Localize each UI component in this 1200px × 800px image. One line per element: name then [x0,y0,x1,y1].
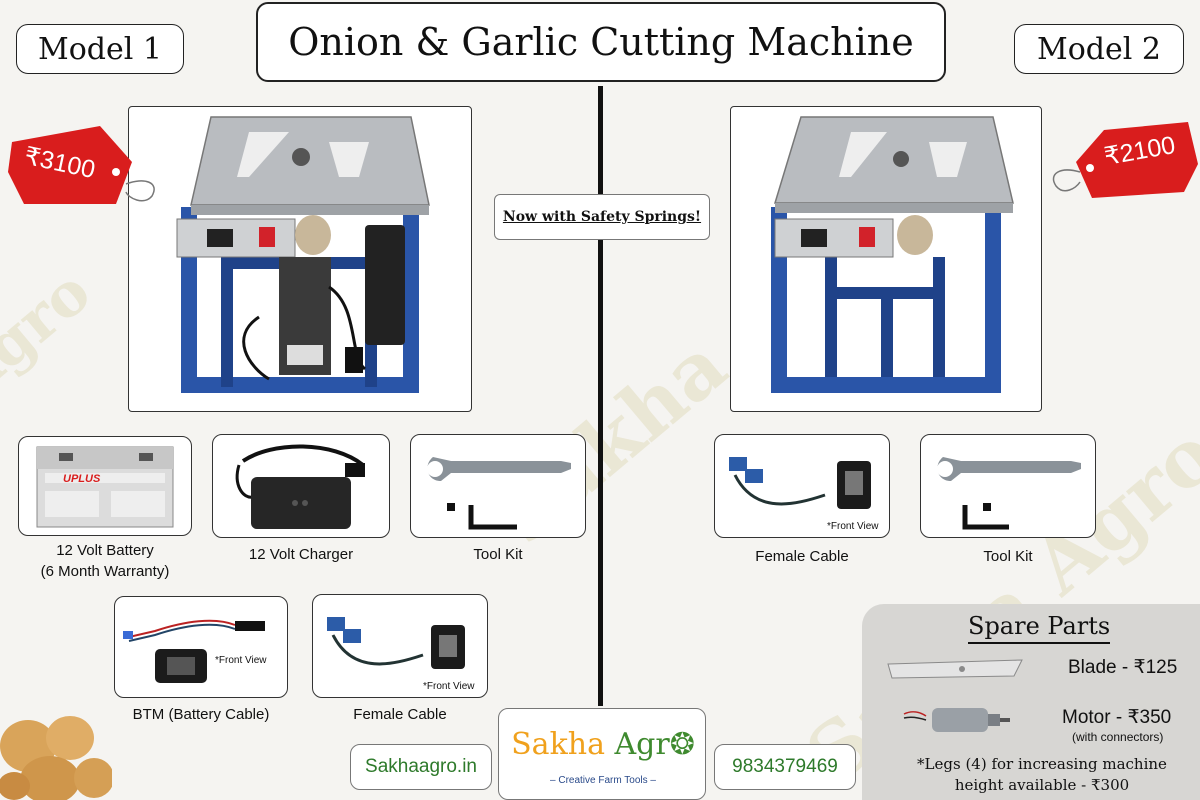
watermark-brand: Agro [0,256,104,414]
onion-image [0,716,112,800]
charger-caption: 12 Volt Charger [248,546,354,563]
legs-note: *Legs (4) for increasing machine height … [902,754,1182,796]
brand-logo-wordmark: Sakha Agr❂ [505,727,701,762]
toolkit-card-model2 [920,434,1096,538]
female-cable-front-view-note-m2: *Front View [827,521,879,532]
toolkit-caption-model2: Tool Kit [983,548,1033,565]
btm-front-view-note: *Front View [215,655,267,666]
page-title-text: Onion & Garlic Cutting Machine [288,20,914,64]
website-link[interactable]: Sakhaagro.in [350,744,492,790]
website-link-text: Sakhaagro.in [365,756,477,777]
blade-price: Blade - ₹125 [1068,657,1178,678]
motor-note: (with connectors) [1072,730,1164,744]
legs-note-line1: *Legs (4) for increasing machine [917,755,1167,773]
phone-number-text: 9834379469 [732,756,838,777]
safety-springs-text: Now with Safety Springs! [502,209,702,225]
brand-logo-part2: Agr [614,727,670,762]
female-cable-front-view-note-m1: *Front View [423,681,475,692]
btm-cable-caption: BTM (Battery Cable) [132,706,270,723]
battery-caption: 12 Volt Battery (6 Month Warranty) [10,540,200,582]
female-cable-caption-model1: Female Cable [353,706,447,723]
spare-parts-panel: Spare Parts Blade - ₹125 Motor - ₹350 (w… [862,604,1200,800]
model2-label: Model 2 [1014,24,1184,74]
motor-price: Motor - ₹350 [1062,707,1172,728]
center-divider [598,86,603,706]
brand-tagline: – Creative Farm Tools – [550,775,656,786]
leaf-icon: ❂ [669,727,695,762]
toolkit-card-model1 [410,434,586,538]
female-cable-card-model1: *Front View [312,594,488,698]
page-title: Onion & Garlic Cutting Machine [256,2,946,82]
battery-brand: UPLUS [63,473,101,485]
model2-machine-photo [730,106,1042,412]
model1-machine-photo [128,106,472,412]
model1-label: Model 1 [16,24,184,74]
brand-logo-part1: Sakha [511,727,605,762]
legs-note-line2: height available - ₹300 [954,776,1130,794]
battery-caption-line2: (6 Month Warranty) [40,563,170,580]
spare-parts-title: Spare Parts [968,612,1111,644]
female-cable-card-model2: *Front View [714,434,890,538]
toolkit-caption-model1: Tool Kit [473,546,523,563]
phone-number[interactable]: 9834379469 [714,744,856,790]
model2-price-tag: ₹2100 [1046,118,1200,208]
battery-card: UPLUS [18,436,192,536]
model2-label-text: Model 2 [1037,31,1161,67]
model1-label-text: Model 1 [38,31,162,67]
female-cable-caption-model2: Female Cable [755,548,849,565]
battery-caption-line1: 12 Volt Battery [56,542,154,559]
safety-springs-badge: Now with Safety Springs! [494,194,710,240]
model1-price-tag: ₹3100 [4,122,160,216]
blade-image [887,659,1023,679]
brand-logo: Sakha Agr❂ – Creative Farm Tools – [498,708,706,800]
btm-cable-card: *Front View [114,596,288,698]
motor-image [903,708,1010,732]
charger-card [212,434,390,538]
